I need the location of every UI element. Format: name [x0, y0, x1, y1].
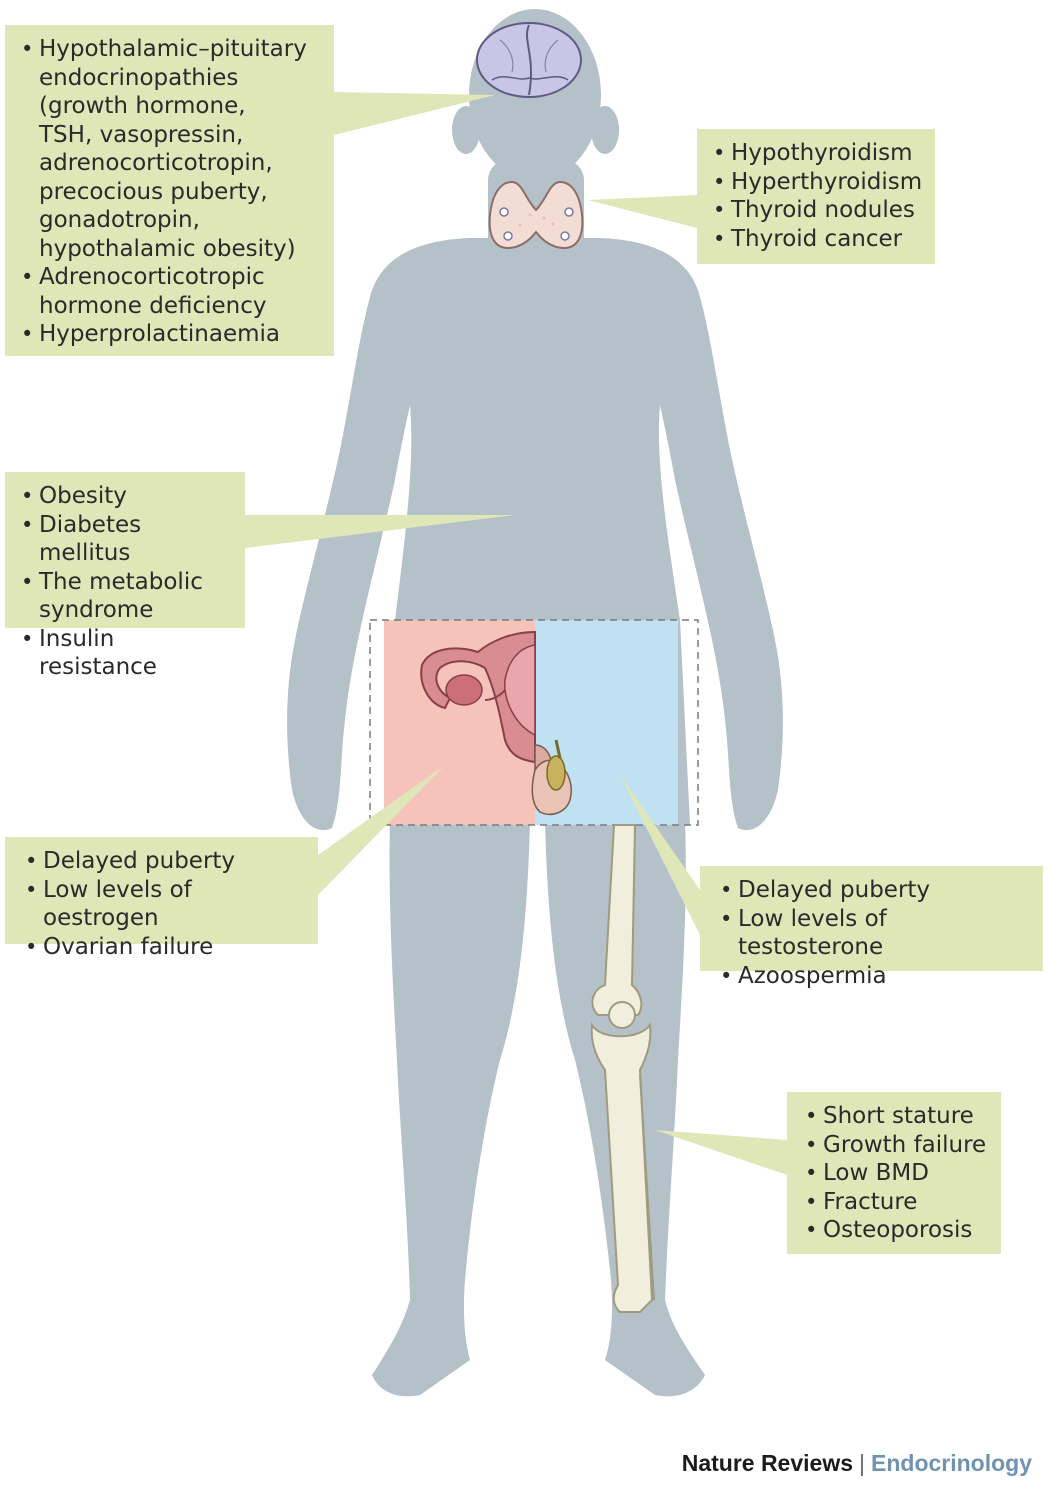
testis-illustration: [531, 739, 572, 816]
callout-item: Azoospermia: [718, 962, 1033, 991]
callout-item: Insulin resistance: [19, 625, 235, 682]
callout-item: Ovarian failure: [23, 933, 308, 962]
leg-bones-illustration: [590, 824, 655, 1313]
callout-item: Hyperprolactinaemia: [19, 320, 324, 349]
callout-thyroid: Hypothyroidism Hyperthyroidism Thyroid n…: [697, 129, 935, 264]
callout-item: Diabetes mellitus: [19, 511, 235, 568]
callout-item: Short stature: [803, 1102, 991, 1131]
callout-list: Delayed puberty Low levels of testostero…: [718, 876, 1033, 990]
callout-item: Delayed puberty: [23, 847, 308, 876]
pointer-brain: [334, 92, 495, 135]
pointer-bone: [655, 1130, 787, 1175]
callout-item: Thyroid nodules: [711, 196, 925, 225]
callout-item: Adrenocorticotropic hormone deficiency: [19, 263, 324, 320]
callout-list: Hypothalamic–pituitary endocrinopathies …: [19, 35, 324, 349]
callout-male-reproductive: Delayed puberty Low levels of testostero…: [700, 866, 1043, 990]
callout-item: The metabolic syndrome: [19, 568, 235, 625]
callout-hypothalamic-pituitary: Hypothalamic–pituitary endocrinopathies …: [5, 25, 334, 356]
callout-item: Low BMD: [803, 1159, 991, 1188]
callout-item: Osteoporosis: [803, 1216, 991, 1245]
reproductive-dashed-box: [369, 619, 699, 826]
callout-item: Obesity: [19, 482, 235, 511]
callout-item: Low levels of testosterone: [718, 905, 1033, 962]
callout-female-reproductive: Delayed puberty Low levels of oestrogen …: [5, 837, 318, 961]
uterus-illustration: [420, 630, 536, 764]
figure-credit: Nature Reviews|Endocrinology: [682, 1450, 1032, 1477]
journal-section: Endocrinology: [871, 1450, 1032, 1476]
callout-item: Delayed puberty: [718, 876, 1033, 905]
callout-list: Obesity Diabetes mellitus The metabolic …: [19, 482, 235, 682]
pointer-metabolic: [245, 515, 515, 548]
pointer-female: [318, 765, 445, 895]
callout-item: Hyperthyroidism: [711, 168, 925, 197]
pointer-male: [620, 775, 700, 935]
callout-list: Hypothyroidism Hyperthyroidism Thyroid n…: [711, 139, 925, 253]
ovary-shape: [445, 674, 483, 706]
journal-name: Nature Reviews: [681, 1450, 854, 1476]
callout-item: Fracture: [803, 1188, 991, 1217]
callout-item: Growth failure: [803, 1131, 991, 1160]
callout-list: Delayed puberty Low levels of oestrogen …: [23, 847, 308, 961]
callout-pointers: [245, 92, 787, 1175]
thyroid-illustration: [488, 180, 584, 250]
callout-item: Hypothalamic–pituitary endocrinopathies …: [19, 35, 324, 263]
callout-item: Thyroid cancer: [711, 225, 925, 254]
callout-item: Hypothyroidism: [711, 139, 925, 168]
callout-bone: Short stature Growth failure Low BMD Fra…: [787, 1092, 1001, 1254]
callout-metabolic: Obesity Diabetes mellitus The metabolic …: [5, 472, 245, 680]
brain-illustration: [476, 22, 582, 98]
credit-separator: |: [859, 1450, 865, 1476]
callout-item: Low levels of oestrogen: [23, 876, 308, 933]
pointer-thyroid: [588, 195, 697, 228]
callout-list: Short stature Growth failure Low BMD Fra…: [803, 1102, 991, 1245]
